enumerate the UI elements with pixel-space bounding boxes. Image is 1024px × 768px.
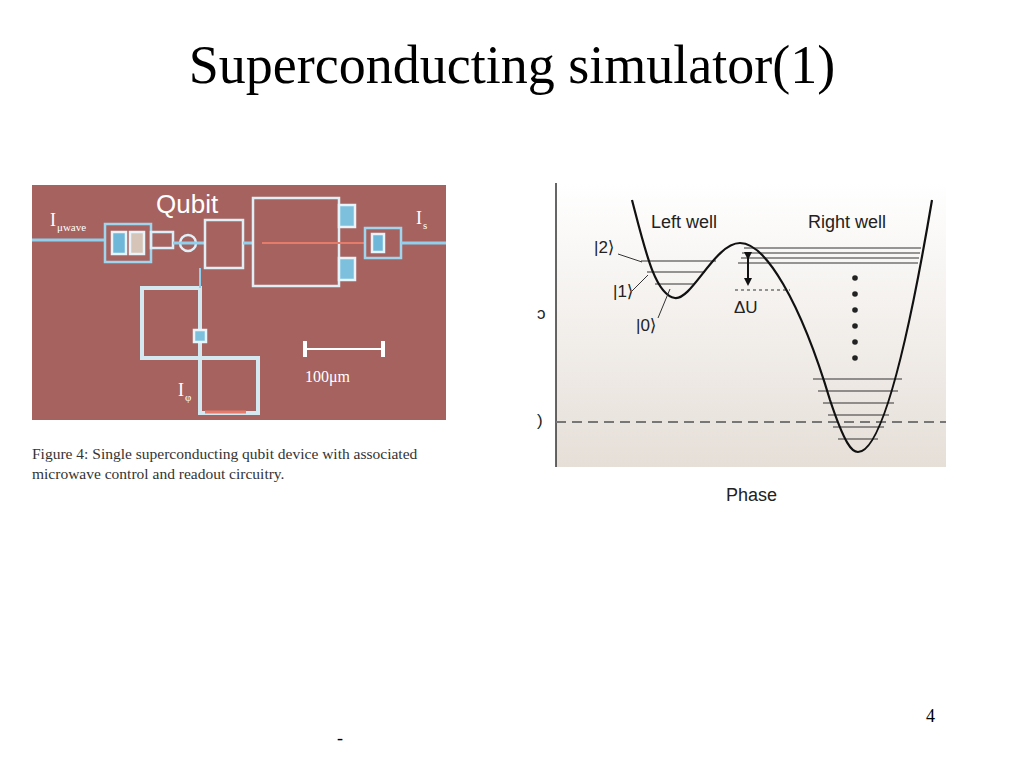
drawing-part [647, 271, 705, 272]
figure-caption: Figure 4: Single superconducting qubit d… [32, 444, 452, 484]
drawing-part [852, 275, 858, 361]
signal-subscript: μwave [57, 221, 86, 234]
drawing-part [173, 242, 205, 245]
drawing-part [142, 288, 258, 413]
device-photo [32, 185, 446, 420]
drawing-part [741, 257, 919, 258]
drawing-part [372, 234, 384, 252]
drawing-part [852, 275, 858, 281]
state-label: |2⟩ [594, 238, 615, 258]
well-label: Left well [651, 212, 717, 233]
drawing-part [303, 341, 307, 357]
drawing-part [151, 232, 173, 248]
signal-name: I [50, 210, 56, 231]
drawing-part [632, 275, 648, 291]
drawing-part [852, 323, 858, 329]
drawing-part [742, 252, 920, 253]
drawing-part [199, 268, 201, 288]
state-label: |1⟩ [613, 282, 634, 302]
drawing-part [401, 242, 446, 245]
drawing-part [655, 283, 695, 284]
drawing-part [32, 239, 105, 242]
drawing-part [339, 205, 355, 227]
drawing-part [243, 242, 253, 245]
drawing-part [365, 228, 401, 258]
drawing-part [823, 402, 894, 403]
axis-title: Phase [726, 485, 777, 506]
drawing-part [262, 242, 365, 244]
drawing-part [618, 254, 642, 262]
drawing-part [852, 339, 858, 345]
drawing-part [305, 348, 383, 350]
well-label: Right well [808, 212, 886, 233]
photo-ground [32, 185, 446, 420]
drawing-part [339, 258, 355, 280]
slide-title: Superconducting simulator(1) [0, 34, 1024, 96]
drawing-part [852, 307, 858, 313]
device-label: Qubit [156, 190, 218, 220]
drawing-part [852, 355, 858, 361]
drawing-part [818, 390, 898, 391]
drawing-part [735, 289, 790, 290]
signal-name: I [178, 380, 184, 401]
state-label: |0⟩ [636, 316, 657, 336]
scale-label: 100μm [305, 368, 350, 386]
drawing-part [658, 289, 670, 318]
signal-subscript: φ [185, 391, 191, 404]
potential-curve [632, 200, 932, 452]
drawing-part [744, 247, 921, 248]
potential-diagram [556, 183, 946, 467]
axis [555, 183, 557, 467]
drawing-part [205, 220, 243, 268]
axis-mark: ɔ [537, 304, 546, 324]
plot-ground [556, 183, 946, 467]
drawing-part [381, 341, 385, 357]
drawing-part [105, 224, 151, 262]
drawing-part [852, 291, 858, 297]
barrier-label: ΔU [734, 298, 758, 318]
signal-name: I [416, 208, 422, 229]
footer-mark: - [337, 728, 343, 749]
drawing-part [813, 378, 902, 379]
drawing-part [641, 260, 716, 261]
drawing-part [130, 232, 144, 254]
drawing-part [112, 232, 126, 254]
drawing-part [738, 262, 918, 263]
signal-subscript: s [423, 219, 427, 232]
drawing-part [641, 248, 921, 439]
dashed-reference [556, 421, 946, 423]
drawing-part [205, 411, 246, 414]
drawing-part [828, 414, 889, 415]
drawing-part [747, 256, 749, 282]
axis-mark: ) [537, 411, 543, 431]
drawing-part [194, 330, 206, 342]
drawing-part [32, 198, 446, 413]
page-number: 4 [926, 706, 935, 727]
